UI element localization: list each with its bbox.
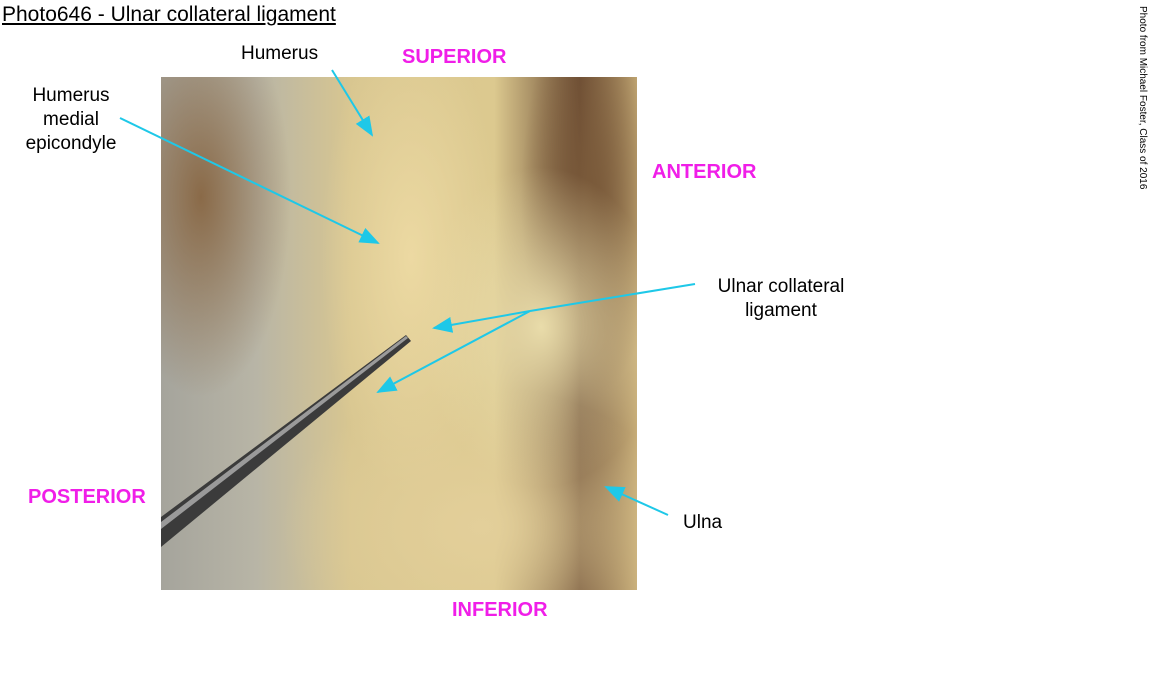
label-line: epicondyle [25,133,117,154]
arrow-ucl-stem [529,283,696,312]
label-ulna: Ulna [683,512,723,533]
direction-anterior: ANTERIOR [652,161,757,183]
forceps-probe [161,335,411,547]
arrow-ucl-2 [376,310,531,393]
direction-posterior: POSTERIOR [28,486,146,508]
photo-credit: Photo from Michael Foster, Class of 2016 [1137,6,1148,190]
label-humerus-medial-epicondyle: Humerus medial epicondyle [20,84,122,156]
direction-superior: SUPERIOR [402,46,507,68]
dissection-photo [161,77,637,590]
arrow-epicondyle [119,117,380,244]
arrow-ucl-1 [432,310,531,333]
label-line: Ulnar collateral [717,276,845,297]
page-title: Photo646 - Ulnar collateral ligament [2,3,336,26]
label-line: medial [43,109,99,130]
label-ulnar-collateral-ligament: Ulnar collateral ligament [700,275,862,323]
arrow-humerus [331,69,374,137]
direction-inferior: INFERIOR [452,599,548,621]
label-humerus: Humerus [241,43,319,64]
label-line: Humerus [32,85,110,106]
label-line: ligament [745,300,817,321]
arrow-ulna [604,486,669,516]
